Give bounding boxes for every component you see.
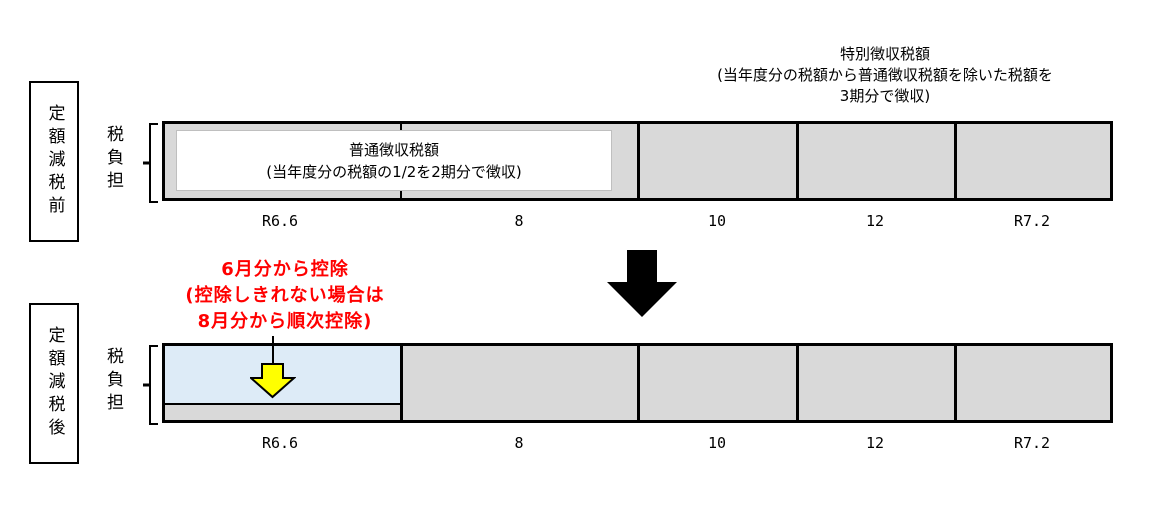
special-collection-note-line2: 3期分で徴収) bbox=[839, 87, 931, 105]
special-collection-title: 特別徴収税額 bbox=[839, 45, 930, 63]
before-reduction-label: 定額減税前 bbox=[44, 104, 65, 219]
after-bracket-icon bbox=[143, 345, 158, 425]
before-divider-12 bbox=[796, 124, 799, 198]
before-divider-r72 bbox=[954, 124, 957, 198]
ordinary-collection-title: 普通徴収税額 bbox=[348, 140, 439, 159]
deduction-note: 6月分から控除 (控除しきれない場合は 8月分から順次控除) bbox=[150, 257, 420, 335]
after-tax-bar bbox=[162, 343, 1113, 423]
after-tick-12: 12 bbox=[865, 434, 885, 452]
after-divider-8 bbox=[400, 346, 403, 420]
after-tick-r72: R7.2 bbox=[1013, 434, 1051, 452]
after-tax-burden-label: 税負担 bbox=[103, 347, 123, 416]
deduction-note-line1: 6月分から控除 bbox=[221, 259, 349, 280]
before-reduction-label-box: 定額減税前 bbox=[29, 81, 79, 242]
deduction-note-line3: 8月分から順次控除) bbox=[197, 311, 373, 332]
deduction-pointer-line bbox=[272, 336, 274, 366]
after-tick-r66: R6.6 bbox=[261, 434, 299, 452]
before-tick-8: 8 bbox=[514, 212, 524, 230]
deduction-note-line2: (控除しきれない場合は bbox=[185, 285, 385, 306]
after-divider-10 bbox=[637, 346, 640, 420]
before-bracket-icon bbox=[143, 123, 158, 203]
before-divider-10 bbox=[637, 124, 640, 198]
after-tick-10: 10 bbox=[707, 434, 727, 452]
after-reduction-label: 定額減税後 bbox=[44, 326, 65, 441]
ordinary-collection-box: 普通徴収税額 (当年度分の税額の1/2を2期分で徴収) bbox=[176, 130, 612, 191]
before-tick-r72: R7.2 bbox=[1013, 212, 1051, 230]
before-tick-12: 12 bbox=[865, 212, 885, 230]
special-collection-note-line1: (当年度分の税額から普通徴収税額を除いた税額を bbox=[717, 66, 1053, 84]
before-tax-burden-label: 税負担 bbox=[103, 125, 123, 194]
transition-down-arrow-icon bbox=[607, 250, 677, 317]
before-tick-10: 10 bbox=[707, 212, 727, 230]
after-divider-12 bbox=[796, 346, 799, 420]
deduction-down-arrow-icon bbox=[250, 363, 296, 399]
after-tick-8: 8 bbox=[514, 434, 524, 452]
ordinary-collection-note: (当年度分の税額の1/2を2期分で徴収) bbox=[266, 162, 522, 181]
special-collection-note: 特別徴収税額 (当年度分の税額から普通徴収税額を除いた税額を 3期分で徴収) bbox=[660, 44, 1110, 107]
after-reduction-label-box: 定額減税後 bbox=[29, 303, 79, 464]
after-divider-r72 bbox=[954, 346, 957, 420]
before-tick-r66: R6.6 bbox=[261, 212, 299, 230]
